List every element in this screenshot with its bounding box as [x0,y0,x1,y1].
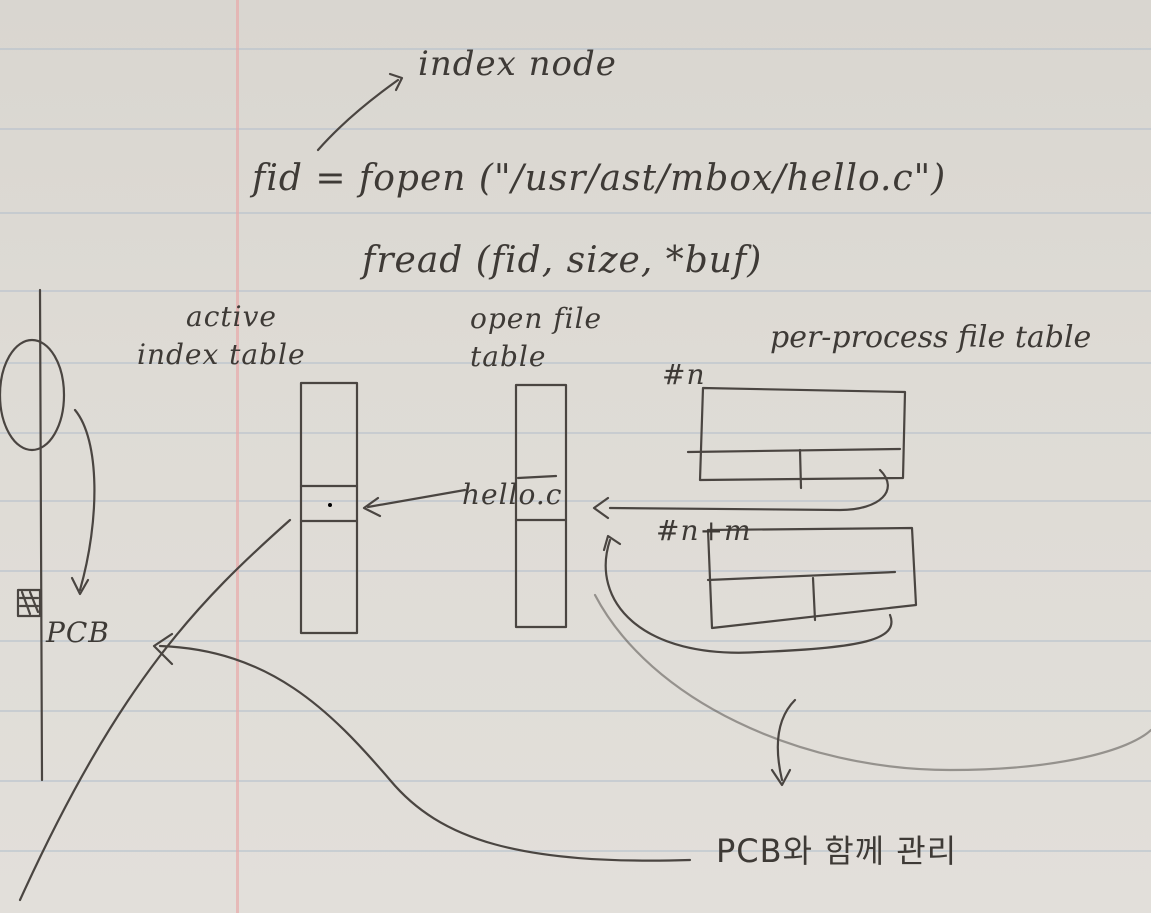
margin-circle [0,338,66,452]
ruled-line [0,710,1151,712]
hello-c-label: hello.c [462,478,563,511]
ruled-line [0,48,1151,50]
ruled-line [0,212,1151,214]
open-file-label-2: table [470,340,547,373]
margin-line [236,0,239,913]
per-process-nm-divider [811,576,817,622]
process-n-label: #n [662,358,706,391]
faint-curve [593,593,1151,772]
index-to-pcb-line [18,518,292,902]
arrow-head [362,496,382,518]
active-index-label-1: active [186,300,277,333]
ruled-line [0,432,1151,434]
hello-to-index-arrow [366,488,467,509]
active-index-table-box [299,381,359,635]
arrow-head [770,768,792,787]
active-index-label-2: index table [137,338,306,371]
arrow-head [70,576,90,596]
per-process-table-nm-box [706,526,918,630]
pcb-hatch [18,590,40,616]
per-process-n-link [608,468,889,512]
pcb-label: PCB [46,616,110,649]
index-node-arrow [316,78,400,152]
open-file-table-box [514,383,568,629]
open-file-row-top [516,474,558,480]
ruled-line [0,780,1151,782]
ruled-line [0,570,1151,572]
ruled-line [0,362,1151,364]
open-file-label-1: open file [470,302,603,335]
margin-vertical-line [38,288,44,782]
margin-loop [73,408,96,592]
pcb-box [16,588,42,618]
index-dot [328,503,332,507]
per-process-n-row [686,447,902,454]
arrow-head [592,496,610,520]
ruled-line [0,500,1151,502]
process-nm-label: #n+m [656,514,752,547]
arrow-head [602,534,622,552]
fread-line: fread (fid, size, *buf) [362,240,763,281]
pcb-together-caption: PCB와 함께 관리 [716,832,958,870]
arrow-head [388,72,404,92]
per-process-n-divider [798,448,803,490]
ruled-line [0,850,1151,852]
per-process-table-label: per-process file table [770,320,1092,355]
per-process-nm-link [604,538,893,654]
ruled-line [0,128,1151,130]
index-node-label: index node [418,44,617,84]
per-process-nm-row [706,570,897,582]
caption-to-pcb-curve [158,644,692,862]
ruled-line [0,640,1151,642]
down-arrow [776,698,797,782]
per-process-table-n-box [698,386,907,482]
fopen-line: fid = fopen ("/usr/ast/mbox/hello.c") [252,158,947,199]
ruled-line [0,290,1151,292]
arrow-head [152,632,174,666]
